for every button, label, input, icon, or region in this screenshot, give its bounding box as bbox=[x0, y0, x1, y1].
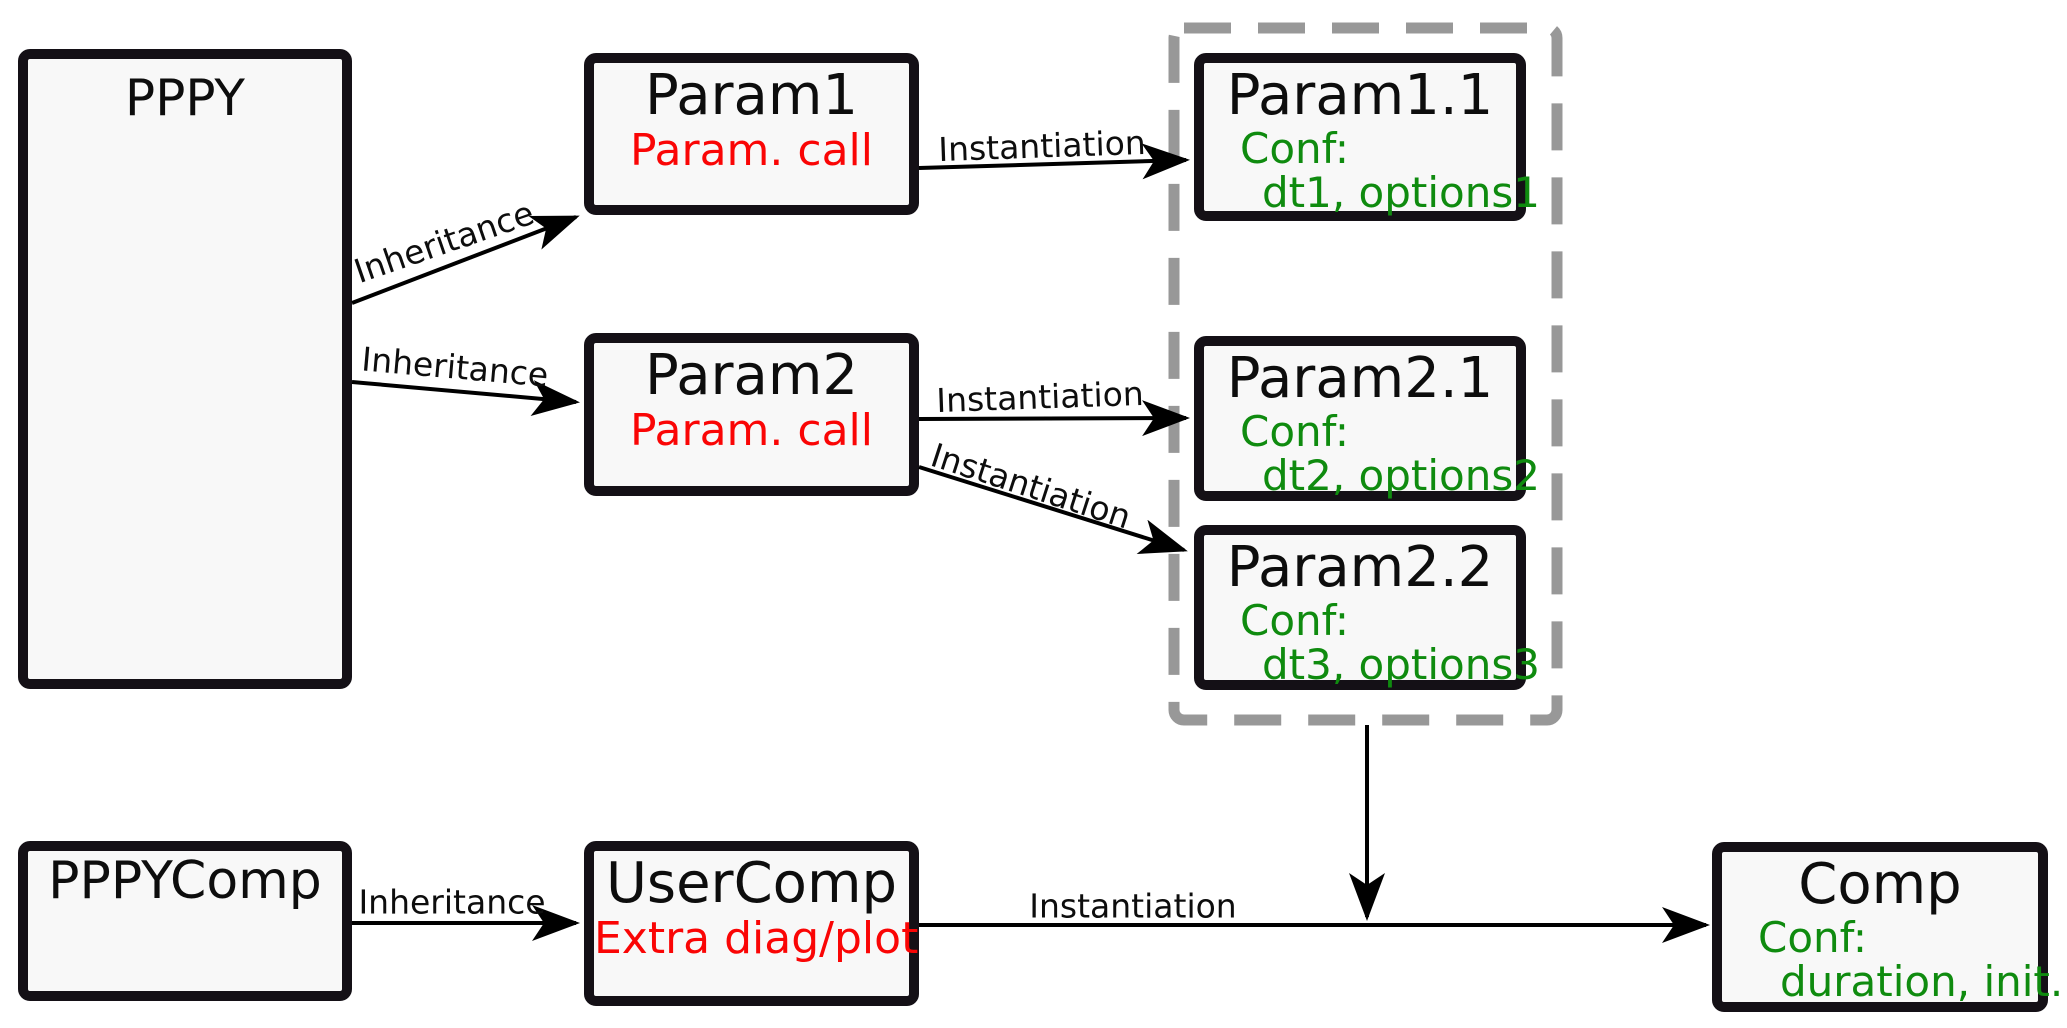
edge-label-instantiation-comp: Instantiation bbox=[1029, 886, 1237, 926]
node-title: Param2.1 bbox=[1226, 346, 1494, 411]
node-note: Param. call bbox=[629, 404, 873, 456]
edge-label-inheritance-param1: Inheritance bbox=[349, 193, 539, 291]
conf-label: Conf: bbox=[1240, 123, 1350, 173]
edge-label-instantiation-param2-2: Instantiation bbox=[926, 435, 1136, 537]
edge-label-instantiation-param1-1: Instantiation bbox=[937, 122, 1147, 170]
node-param1: Param1 Param. call bbox=[584, 53, 919, 215]
node-param2-2: Param2.2 Conf: dt3, options3 bbox=[1194, 525, 1540, 690]
conf-label: Conf: bbox=[1240, 595, 1350, 645]
node-title: Param1.1 bbox=[1226, 63, 1494, 128]
node-pppy: PPPY bbox=[18, 49, 352, 689]
conf-items: dt2, options2 bbox=[1262, 451, 1540, 501]
conf-label: Conf: bbox=[1240, 406, 1350, 456]
node-pppycomp: PPPYComp bbox=[18, 841, 352, 1001]
node-usercomp: UserComp Extra diag/plot bbox=[584, 841, 919, 1006]
node-title: PPPY bbox=[125, 69, 245, 127]
node-title: Comp bbox=[1798, 852, 1962, 917]
node-param2-1: Param2.1 Conf: dt2, options2 bbox=[1194, 336, 1540, 501]
node-title: Param1 bbox=[644, 63, 859, 128]
node-title: PPPYComp bbox=[48, 851, 322, 911]
conf-items: dt1, options1 bbox=[1262, 168, 1540, 218]
conf-items: duration, init. bbox=[1780, 957, 2064, 1007]
node-comp: Comp Conf: duration, init. bbox=[1712, 842, 2064, 1012]
node-note: Extra diag/plot bbox=[594, 912, 919, 964]
edge-label-instantiation-param2-1: Instantiation bbox=[935, 373, 1145, 421]
node-param1-1: Param1.1 Conf: dt1, options1 bbox=[1194, 53, 1540, 221]
node-note: Param. call bbox=[629, 124, 873, 176]
edge-label-inheritance-param2: Inheritance bbox=[360, 339, 550, 395]
node-title: UserComp bbox=[605, 851, 898, 916]
conf-label: Conf: bbox=[1758, 912, 1868, 962]
node-title: Param2.2 bbox=[1226, 535, 1494, 600]
conf-items: dt3, options3 bbox=[1262, 640, 1540, 690]
node-param2: Param2 Param. call bbox=[584, 333, 919, 496]
edge-label-inheritance-usercomp: Inheritance bbox=[358, 882, 546, 922]
node-title: Param2 bbox=[644, 343, 859, 408]
